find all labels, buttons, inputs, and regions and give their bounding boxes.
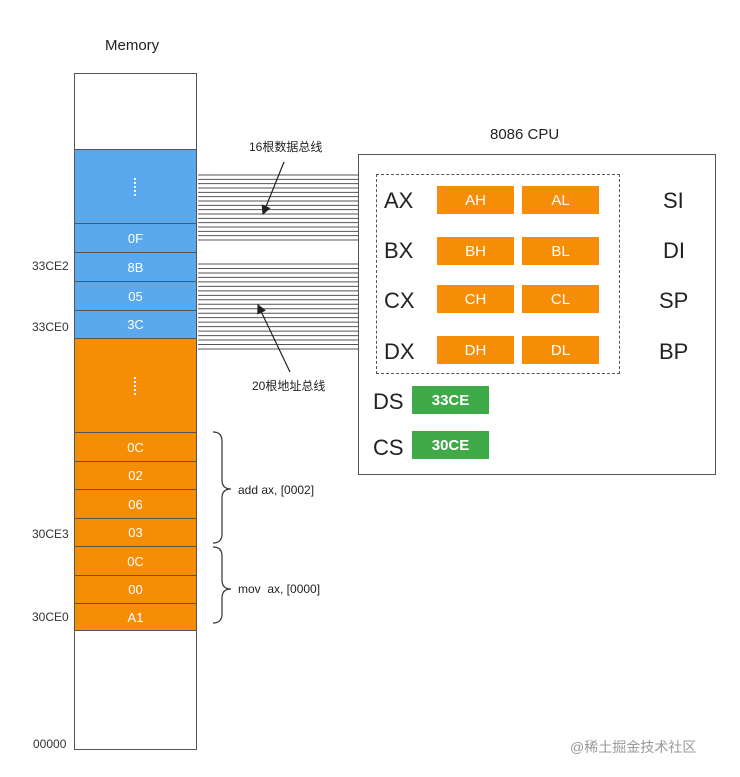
memory-cell-ellipsis-orange — [75, 338, 196, 432]
memory-title: Memory — [105, 37, 160, 54]
memory-cell-value: 03 — [128, 525, 143, 540]
register-high: AH — [437, 186, 514, 214]
memory-cell: 0F — [75, 223, 196, 252]
add-instruction-brace — [212, 431, 232, 544]
register-name: DI — [663, 238, 685, 263]
segment-register-value: 30CE — [412, 431, 489, 459]
memory-cell: 06 — [75, 489, 196, 518]
ellipsis-dots — [134, 376, 137, 395]
register-name: BX — [384, 238, 414, 263]
memory-cell: 00 — [75, 575, 196, 603]
register-name: SI — [663, 188, 684, 213]
memory-cell: 0C — [75, 432, 196, 461]
ellipsis-dots — [134, 177, 137, 196]
memory-cell: 05 — [75, 281, 196, 310]
memory-cell: 02 — [75, 461, 196, 489]
instruction-mov: mov ax, [0000] — [238, 582, 321, 596]
memory-cell: 03 — [75, 518, 196, 546]
address-bus-label: 20根地址总线 — [252, 379, 326, 393]
memory-cell: 8B — [75, 252, 196, 281]
data-bus-label: 16根数据总线 — [249, 140, 323, 154]
register-name: CX — [384, 288, 415, 313]
general-registers-group — [376, 174, 620, 374]
data-bus-arrow — [261, 161, 285, 216]
register-high: CH — [437, 285, 514, 313]
register-low: AL — [522, 186, 599, 214]
segment-register-name: DS — [373, 389, 404, 414]
memory-cell-value: 8B — [127, 259, 144, 275]
memory-cell-value: 02 — [128, 468, 143, 483]
memory-cell-value: 0C — [127, 439, 144, 455]
cpu-title: 8086 CPU — [490, 126, 560, 143]
address-label: 33CE0 — [32, 320, 69, 334]
memory-cell: A1 — [75, 603, 196, 631]
mov-instruction-brace — [212, 546, 232, 624]
register-low: DL — [522, 336, 599, 364]
segment-register-name: CS — [373, 435, 404, 460]
register-name: BP — [659, 339, 689, 364]
register-name: AX — [384, 188, 414, 213]
address-label: 00000 — [33, 737, 67, 751]
memory-cell-value: 0F — [127, 230, 144, 246]
register-high: BH — [437, 237, 514, 265]
memory-cell-value: 3C — [127, 317, 144, 332]
instruction-add: add ax, [0002] — [238, 483, 315, 497]
address-bus-arrow — [257, 303, 291, 373]
memory-cell-value: 05 — [128, 288, 143, 304]
address-bus-lines — [198, 263, 358, 350]
address-label: 30CE3 — [32, 527, 69, 541]
memory-cell-value: 0C — [127, 553, 144, 569]
segment-register-value: 33CE — [412, 386, 489, 414]
register-low: BL — [522, 237, 599, 265]
register-name: SP — [659, 288, 689, 313]
memory-cell-value: 00 — [128, 582, 143, 597]
memory-cell-value: A1 — [127, 609, 144, 625]
watermark: @稀土掘金技术社区 — [570, 739, 697, 755]
memory-column: 0F 8B 05 3C 0C 02 06 03 0C 00 A1 — [74, 73, 197, 750]
memory-cell: 3C — [75, 310, 196, 338]
register-low: CL — [522, 285, 599, 313]
memory-cell-ellipsis-blue — [75, 149, 196, 223]
memory-cell-value: 06 — [128, 496, 143, 512]
memory-cell: 0C — [75, 546, 196, 575]
register-name: DX — [384, 339, 415, 364]
register-high: DH — [437, 336, 514, 364]
address-label: 33CE2 — [32, 259, 69, 273]
address-label: 30CE0 — [32, 610, 69, 624]
data-bus-lines — [198, 174, 358, 241]
